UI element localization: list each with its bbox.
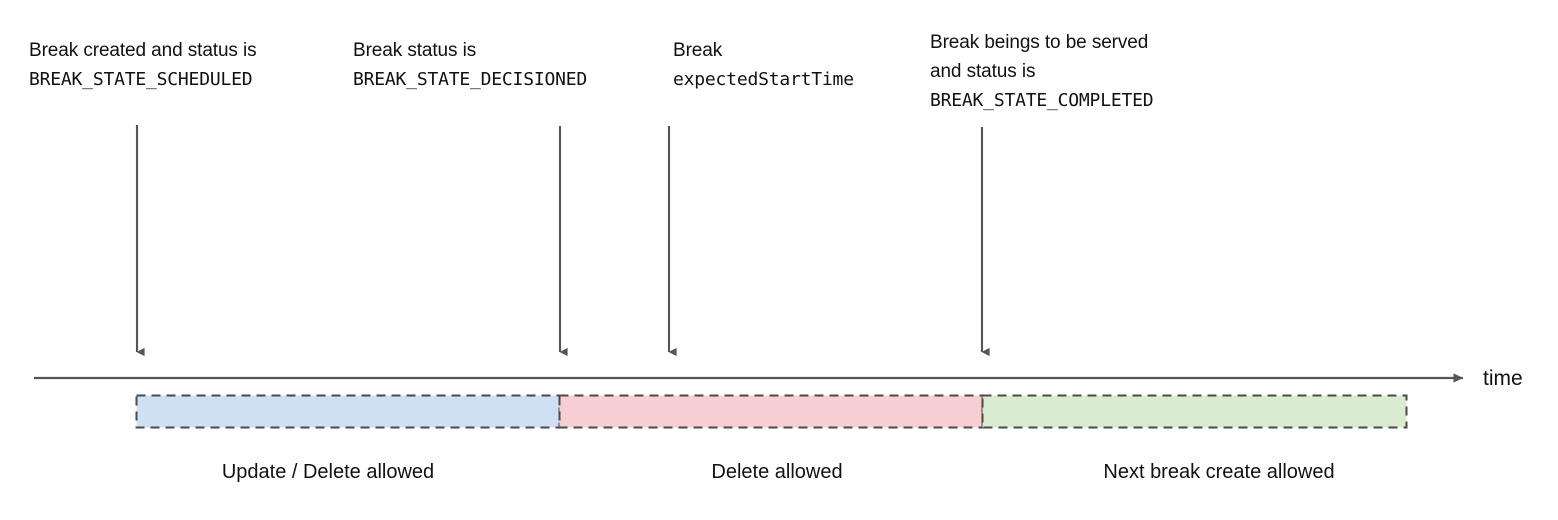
annotation-line: Break beings to be served (930, 32, 1149, 53)
annotation-break-completed: Break beings to be served and status is … (930, 28, 1154, 115)
annotation-line: Break status is (353, 40, 477, 61)
phase-bar-delete-only (558, 394, 984, 429)
phase-bar-update-delete (135, 394, 561, 429)
annotation-break-decisioned: Break status is BREAK_STATE_DECISIONED (353, 36, 587, 94)
annotation-line: Break (673, 40, 723, 61)
annotation-line-code: BREAK_STATE_DECISIONED (353, 69, 588, 90)
phase-caption-delete-only: Delete allowed (711, 461, 843, 483)
phase-caption-next-break-create: Next break create allowed (1103, 461, 1335, 483)
annotation-line-code: BREAK_STATE_COMPLETED (930, 90, 1154, 111)
annotation-expected-start-time: Break expectedStartTime (673, 36, 854, 94)
phase-caption-update-delete: Update / Delete allowed (221, 461, 435, 483)
time-axis-label: time (1483, 367, 1523, 390)
annotation-line: and status is (930, 61, 1036, 82)
annotation-line-code: BREAK_STATE_SCHEDULED (29, 69, 253, 90)
annotation-line: Break created and status is (29, 40, 257, 61)
annotation-line-code: expectedStartTime (673, 69, 854, 90)
phase-bar-next-break-create (981, 394, 1408, 429)
annotation-break-scheduled: Break created and status is BREAK_STATE_… (29, 36, 257, 94)
